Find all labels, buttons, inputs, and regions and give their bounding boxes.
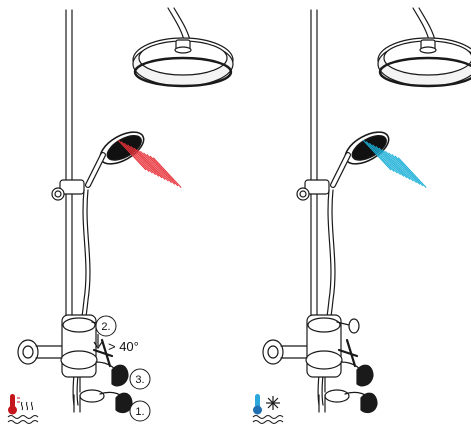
callout-3-label: 3. — [135, 374, 144, 386]
callout-3: 3. — [130, 369, 150, 389]
callout-1: 1. — [130, 401, 150, 421]
thermometer-hot-water-icon — [8, 394, 38, 424]
hot-spray — [118, 140, 181, 188]
thermometer-cold-snowflake-icon — [253, 394, 283, 424]
callout-1-label: 1. — [135, 406, 144, 418]
cold-figure — [253, 8, 471, 424]
callout-2: 2. — [96, 316, 116, 336]
callout-2-label: 2. — [101, 321, 110, 333]
angle-label: > 40° — [108, 339, 139, 354]
shower-assembly-cold — [263, 8, 471, 412]
hot-figure: 2. > 40° 3. 1. — [8, 8, 233, 424]
cold-spray — [363, 140, 426, 188]
